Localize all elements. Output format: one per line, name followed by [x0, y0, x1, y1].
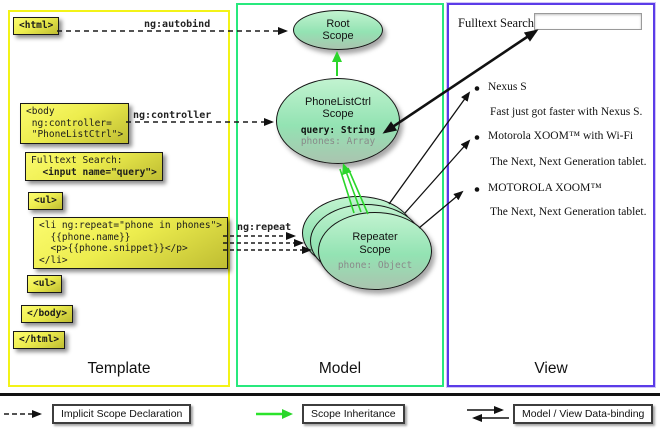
fulltext-search-input[interactable]	[534, 13, 642, 30]
ng-controller-label: ng:controller	[133, 110, 212, 121]
ng-autobind-label: ng:autobind	[144, 19, 211, 30]
code-ul-open: <ul>	[28, 192, 63, 210]
code-li-repeat: <li ng:repeat="phone in phones"> {{phone…	[33, 217, 229, 269]
prop-query: query: String	[300, 124, 376, 136]
legend-implicit-scope: Implicit Scope Declaration	[52, 404, 192, 424]
legend-model-view-binding: Model / View Data-binding	[513, 404, 654, 424]
ng-repeat-label: ng:repeat	[237, 222, 292, 233]
view-item-title: MOTOROLA XOOM™	[488, 182, 602, 194]
view-search-label: Fulltext Search:	[458, 16, 538, 30]
phonelistctrl-scope-ellipse: PhoneListCtrl Scope query: String phones…	[276, 78, 400, 164]
view-item-desc: The Next, Next Generation tablet.	[490, 156, 647, 168]
code-html-open: <html>	[13, 17, 60, 35]
template-panel-label: Template	[87, 360, 151, 377]
code-body-open: <body ng:controller= "PhoneListCtrl">	[20, 103, 130, 144]
legend-scope-inheritance: Scope Inheritance	[302, 404, 405, 424]
code-body-close: </body>	[21, 305, 74, 323]
code-fulltext-box: Fulltext Search: <input name="query">	[25, 152, 163, 181]
view-item-desc: The Next, Next Generation tablet.	[490, 206, 647, 218]
view-panel	[447, 3, 655, 387]
view-item-title: Nexus S	[488, 81, 527, 93]
view-item-desc: Fast just got faster with Nexus S.	[490, 106, 643, 118]
repeater-scope-title: Repeater Scope	[352, 231, 398, 256]
phonelistctrl-scope-title: PhoneListCtrl Scope	[304, 95, 372, 121]
code-ul-second: <ul>	[27, 275, 62, 293]
view-panel-label: View	[534, 360, 568, 377]
view-item-title: Motorola XOOM™ with Wi-Fi	[488, 130, 634, 142]
code-fulltext-input: <input name="query">	[31, 166, 157, 178]
model-panel-label: Model	[318, 360, 362, 377]
root-scope-ellipse: Root Scope	[293, 10, 383, 50]
prop-phones: phones: Array	[300, 135, 376, 147]
code-html-close: </html>	[13, 331, 66, 349]
legend-separator	[0, 393, 660, 396]
root-scope-title: Root Scope	[322, 17, 354, 43]
prop-phone: phone: Object	[337, 260, 413, 271]
code-fulltext-label: Fulltext Search:	[31, 155, 123, 166]
model-panel	[236, 3, 444, 387]
repeater-scope-ellipse-front: Repeater Scope phone: Object	[318, 212, 432, 290]
